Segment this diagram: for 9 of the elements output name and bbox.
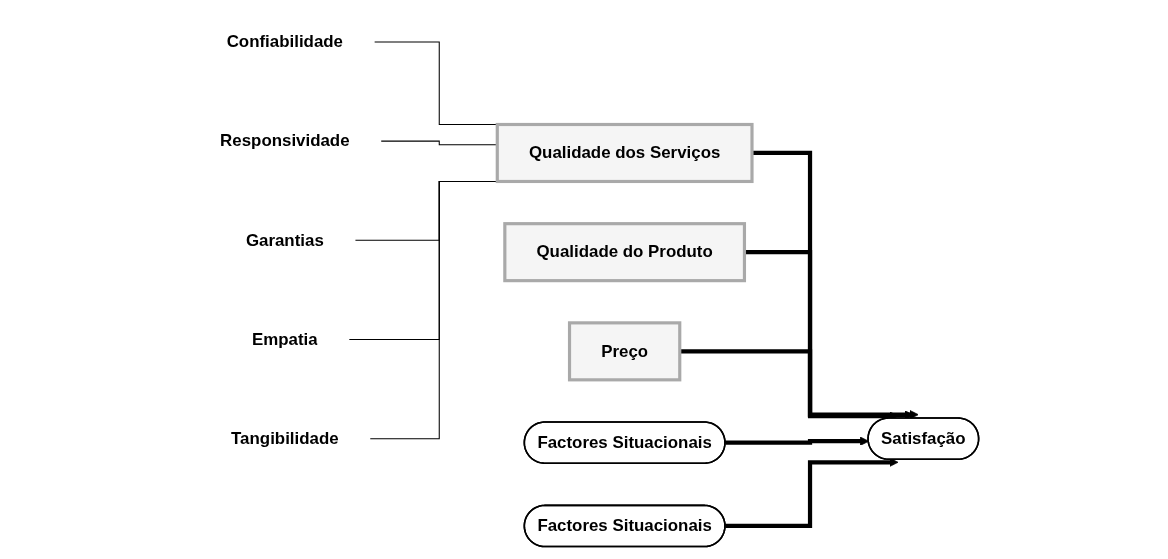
node-box: Qualidade do Produto — [503, 221, 747, 282]
node-text: Responsividade — [220, 131, 351, 150]
node-box: Preço — [568, 320, 682, 381]
node-text: Empatia — [252, 329, 319, 348]
node-box: Qualidade dos Serviços — [496, 122, 755, 183]
node-text: Garantias — [246, 230, 325, 249]
node-text: Confiabilidade — [227, 31, 344, 50]
node-text: Tangibilidade — [231, 428, 340, 447]
arrow — [678, 348, 899, 421]
